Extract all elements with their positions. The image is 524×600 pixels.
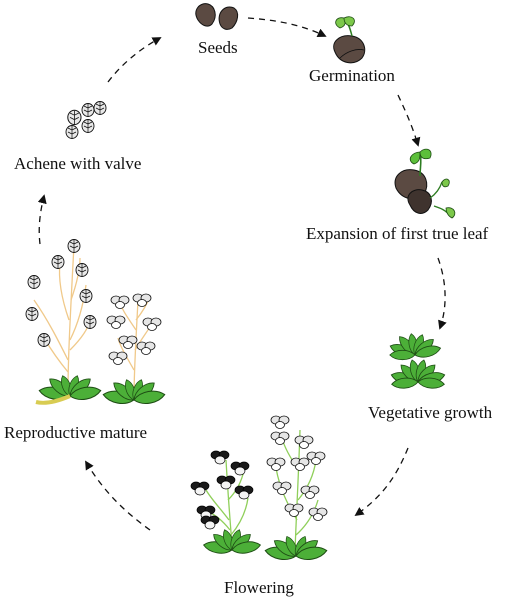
seeds-icon [195, 3, 239, 30]
stage-label-flowering: Flowering [224, 578, 294, 597]
stage-label-germination: Germination [309, 66, 395, 85]
arrow-achene-to-seeds [107, 37, 162, 83]
stage-label-vegetative: Vegetative growth [368, 403, 493, 422]
arrow-flowering-to-reproductive [85, 460, 151, 531]
stage-label-reproductive: Reproductive mature [4, 423, 148, 442]
achene-icon [65, 101, 107, 139]
germinating-seed-icon [333, 16, 366, 64]
rosette-icon [388, 332, 447, 390]
arrow-reproductive-to-achene [37, 194, 47, 245]
arrow-leaf-to-vegetative [437, 257, 447, 330]
fruiting-plant-icon [25, 239, 167, 407]
seedling-icon [394, 148, 456, 219]
stage-label-first-true-leaf: Expansion of first true leaf [306, 224, 489, 243]
arrow-seeds-to-germination [247, 17, 327, 37]
arrow-vegetative-to-flowering [354, 447, 409, 517]
stage-label-seeds: Seeds [198, 38, 238, 57]
arrow-germination-to-leaf [397, 94, 421, 147]
stage-label-achene: Achene with valve [14, 154, 142, 173]
flowering-plant-icon [190, 415, 329, 563]
